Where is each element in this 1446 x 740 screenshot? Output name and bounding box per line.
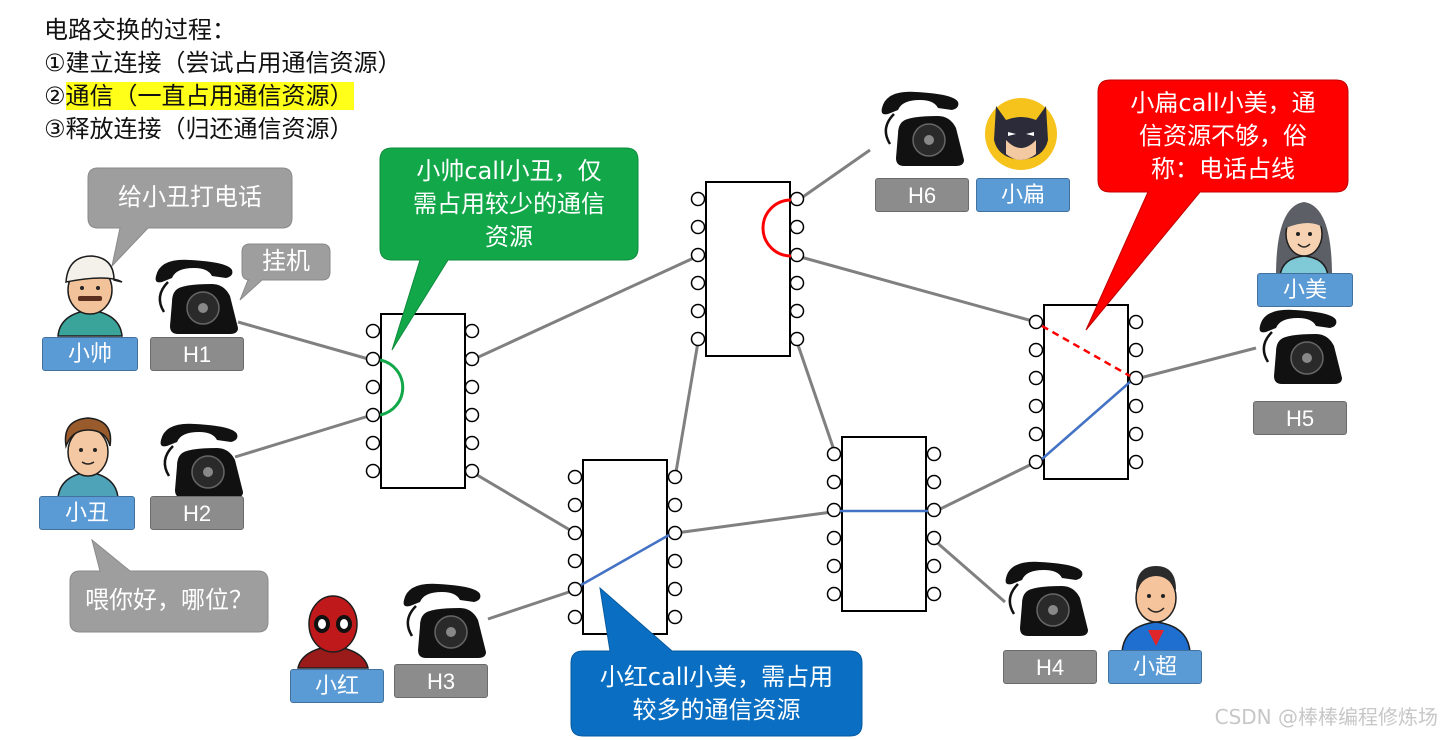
name-tag-xiaohong: 小红 (290, 669, 384, 703)
title-heading: 电路交换的过程： (44, 16, 236, 44)
callout-red-line-3: 称：电话占线 (1151, 155, 1295, 183)
switch-5 (1028, 304, 1144, 480)
callout-green: 小帅call小丑，仅 需占用较少的通信 资源 (380, 155, 638, 254)
switch-2 (690, 181, 805, 357)
xiaohong-avatar (297, 595, 369, 669)
speech-call-text: 给小丑打电话 (118, 183, 262, 211)
xiaoshuai-avatar (57, 255, 123, 337)
name-tag-xiaochao: 小超 (1108, 650, 1202, 684)
callout-red: 小扁call小美，通 信资源不够，俗 称：电话占线 (1098, 87, 1348, 186)
step-2-marker: ② (44, 82, 66, 110)
callout-green-line-3: 资源 (485, 223, 533, 251)
step-1: ①建立连接（尝试占用通信资源） (44, 49, 402, 77)
callout-green-line-2: 需占用较少的通信 (413, 190, 605, 218)
host-tag-h5: H5 (1253, 401, 1347, 435)
host-tag-h4: H4 (1003, 650, 1097, 684)
telephone-icon-h4 (1005, 561, 1088, 636)
callout-green-line-1: 小帅call小丑，仅 (416, 157, 602, 185)
xiaobian-avatar (985, 98, 1057, 170)
switch-4 (826, 436, 942, 612)
telephone-icon-h3 (403, 583, 486, 658)
callout-red-line-1: 小扁call小美，通 (1130, 89, 1316, 117)
telephone-icon-h5 (1259, 309, 1342, 384)
speech-bubble-hello (69, 538, 269, 633)
callout-blue-line-2: 较多的通信资源 (632, 696, 801, 724)
host-tag-h2: H2 (150, 496, 244, 530)
name-tag-xiaomei: 小美 (1257, 273, 1353, 307)
xiaochou-avatar (57, 417, 119, 499)
telephone-icon-h6 (881, 91, 964, 166)
switch-3 (567, 459, 683, 635)
speech-hello-text: 喂你好，哪位？ (85, 586, 253, 614)
callout-green-shape (379, 147, 639, 351)
step-2: ②通信（一直占用通信资源） (44, 80, 402, 113)
xiaochao-avatar (1121, 566, 1191, 653)
name-tag-xiaobian: 小扁 (976, 178, 1070, 212)
step-2-highlight: 通信（一直占用通信资源） (65, 82, 354, 110)
name-tag-xiaochou: 小丑 (39, 496, 135, 530)
speech-hangup-text: 挂机 (262, 247, 310, 275)
host-tag-h3: H3 (394, 664, 488, 698)
telephone-icon-h2 (160, 423, 243, 498)
callout-red-shape (1085, 79, 1349, 331)
network-links (234, 148, 1257, 621)
callout-blue-line-1: 小红call小美，需占用 (599, 663, 834, 691)
callout-blue: 小红call小美，需占用 较多的通信资源 (571, 661, 862, 727)
speech-bubble-hangup (239, 243, 331, 301)
xiaomei-avatar (1276, 202, 1332, 277)
switch-1 (365, 313, 480, 489)
telephone-icon-h1 (155, 259, 238, 334)
callout-blue-shape (570, 586, 863, 737)
host-tag-h6: H6 (875, 178, 969, 212)
step-3: ③释放连接（归还通信资源） (44, 115, 354, 143)
callout-red-line-2: 信资源不够，俗 (1139, 122, 1307, 150)
watermark: CSDN @棒棒编程修炼场 (1214, 705, 1438, 729)
process-title: 电路交换的过程： ①建立连接（尝试占用通信资源） ②通信（一直占用通信资源） ③… (44, 14, 402, 146)
name-tag-xiaoshuai: 小帅 (42, 337, 138, 371)
speech-bubble-call (87, 167, 293, 268)
host-tag-h1: H1 (150, 337, 244, 371)
